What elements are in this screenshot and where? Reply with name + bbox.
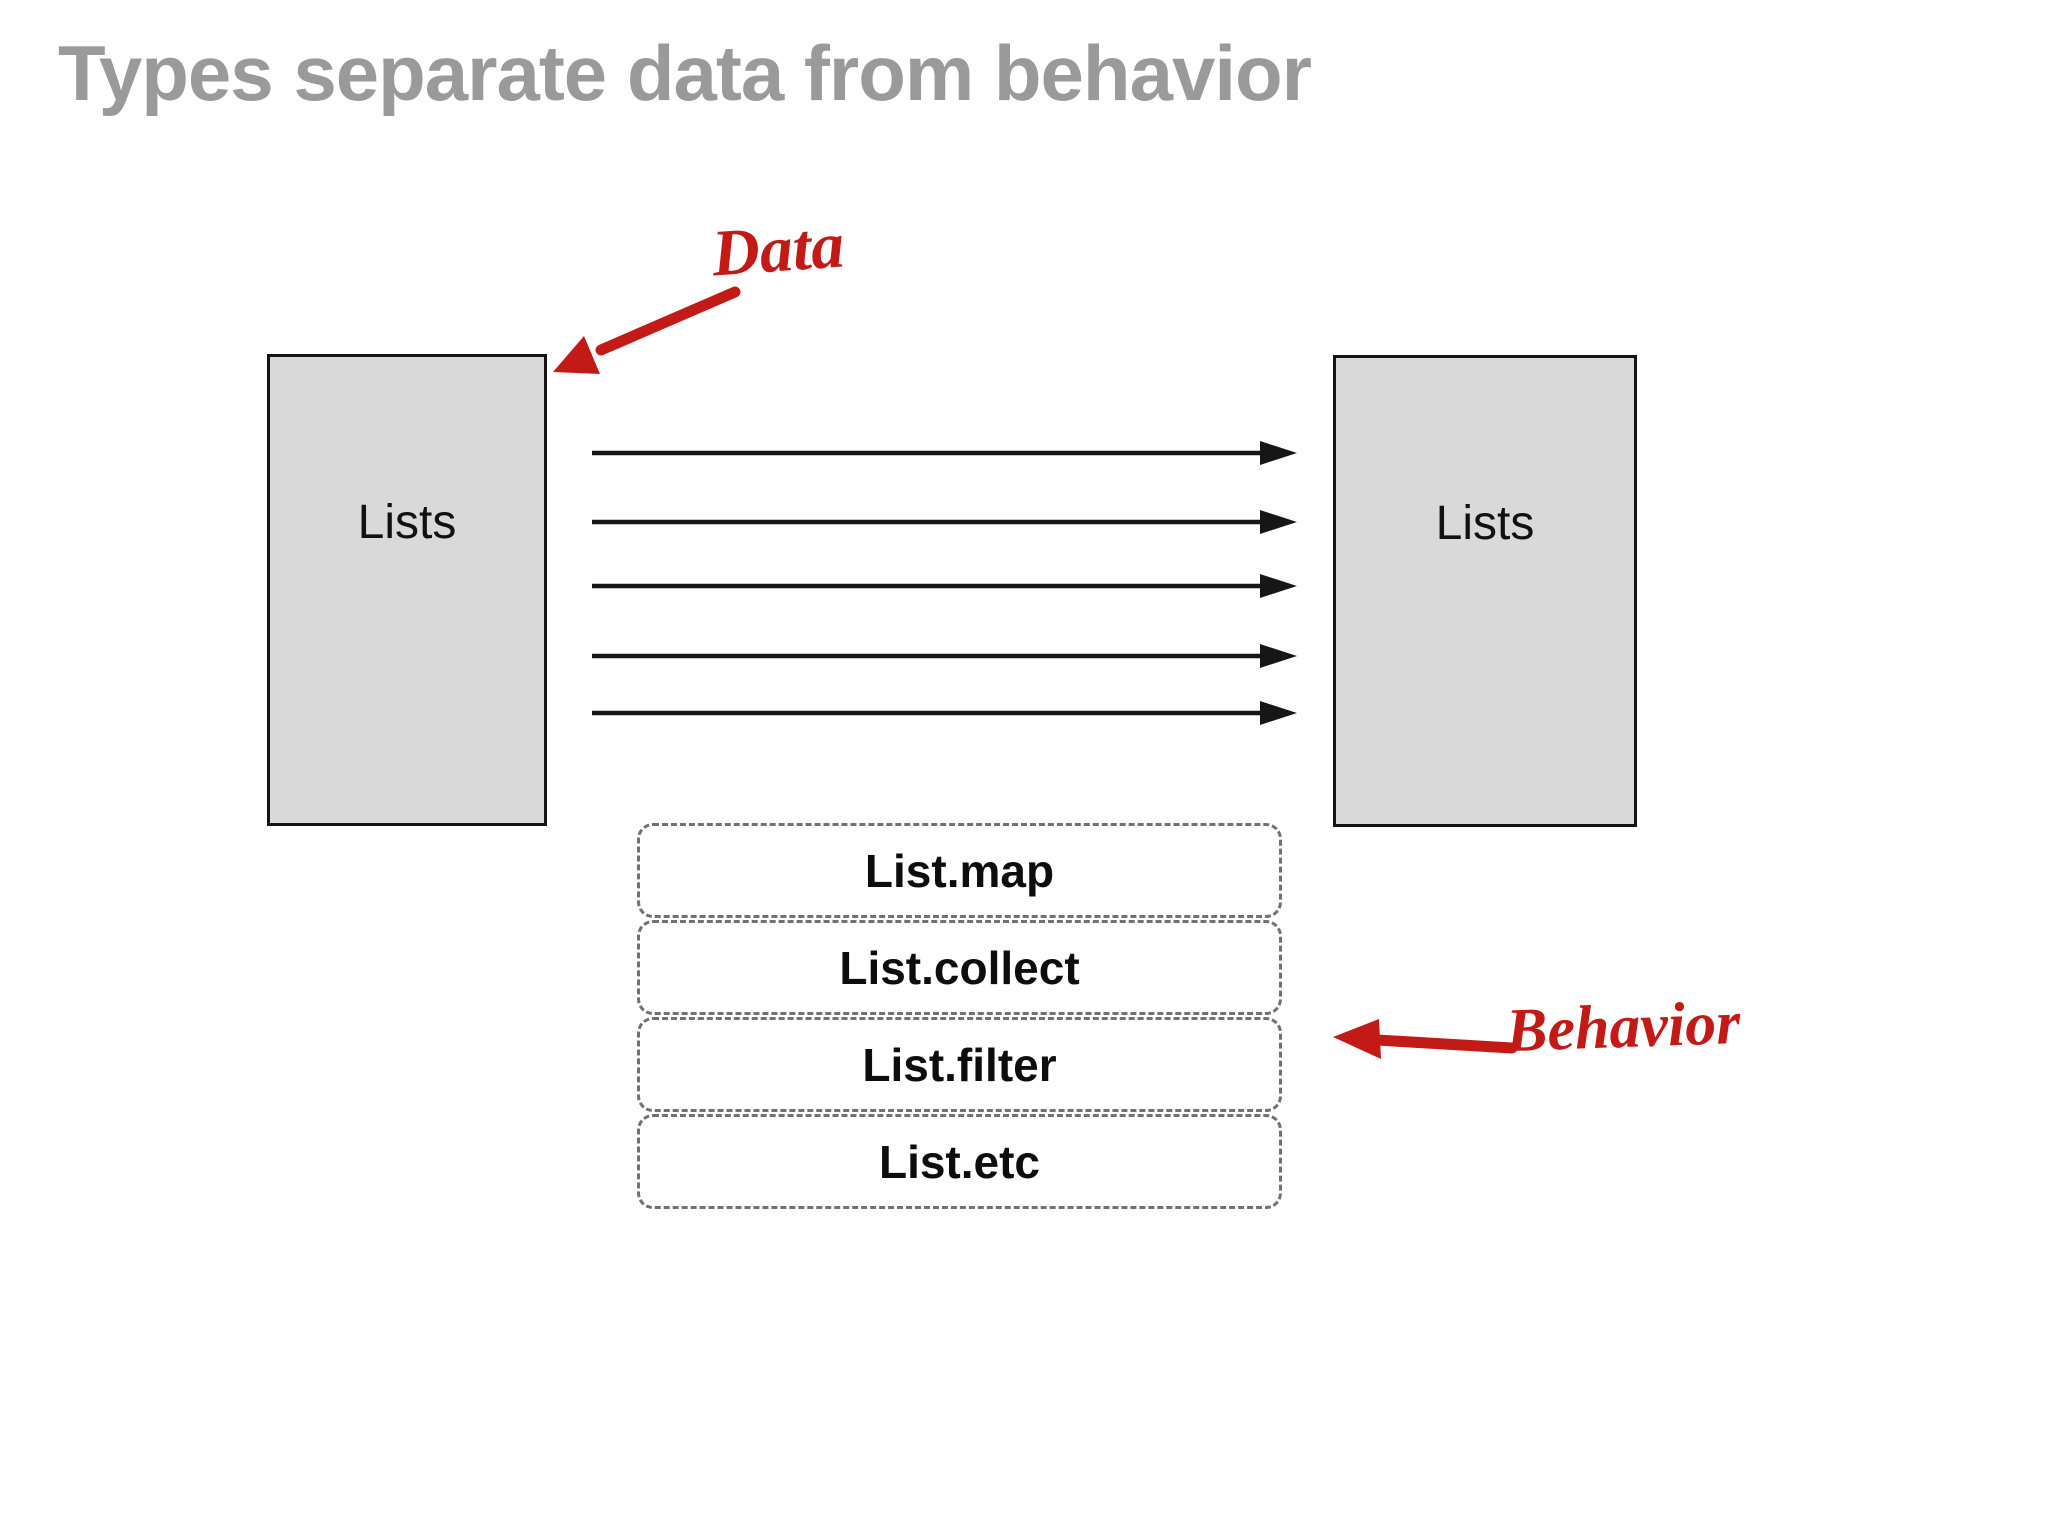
behavior-item-etc: List.etc <box>637 1114 1282 1209</box>
data-flow-arrow <box>592 441 1297 465</box>
slide-title: Types separate data from behavior <box>58 29 1312 117</box>
behavior-item-filter: List.filter <box>637 1017 1282 1112</box>
data-box-right: Lists <box>1333 355 1637 827</box>
behavior-item-map: List.map <box>637 823 1282 918</box>
data-flow-arrow <box>592 574 1297 598</box>
data-annotation-label: Data <box>709 208 847 291</box>
data-flow-arrow <box>592 510 1297 534</box>
data-box-left-label: Lists <box>357 496 457 549</box>
behavior-item-label: List.collect <box>839 941 1080 994</box>
behavior-annotation-arrow <box>1333 1019 1518 1059</box>
data-annotation-arrow <box>553 286 741 374</box>
data-flow-arrow <box>592 644 1297 668</box>
behavior-stack: List.map List.collect List.filter List.e… <box>637 823 1282 1211</box>
data-box-left: Lists <box>267 354 547 826</box>
data-box-right-label: Lists <box>1435 497 1535 550</box>
behavior-item-label: List.etc <box>878 1135 1041 1188</box>
behavior-item-label: List.map <box>864 844 1055 897</box>
behavior-item-label: List.filter <box>862 1038 1057 1091</box>
behavior-annotation-label: Behavior <box>1504 988 1742 1066</box>
behavior-item-collect: List.collect <box>637 920 1282 1015</box>
data-flow-arrow <box>592 701 1297 725</box>
